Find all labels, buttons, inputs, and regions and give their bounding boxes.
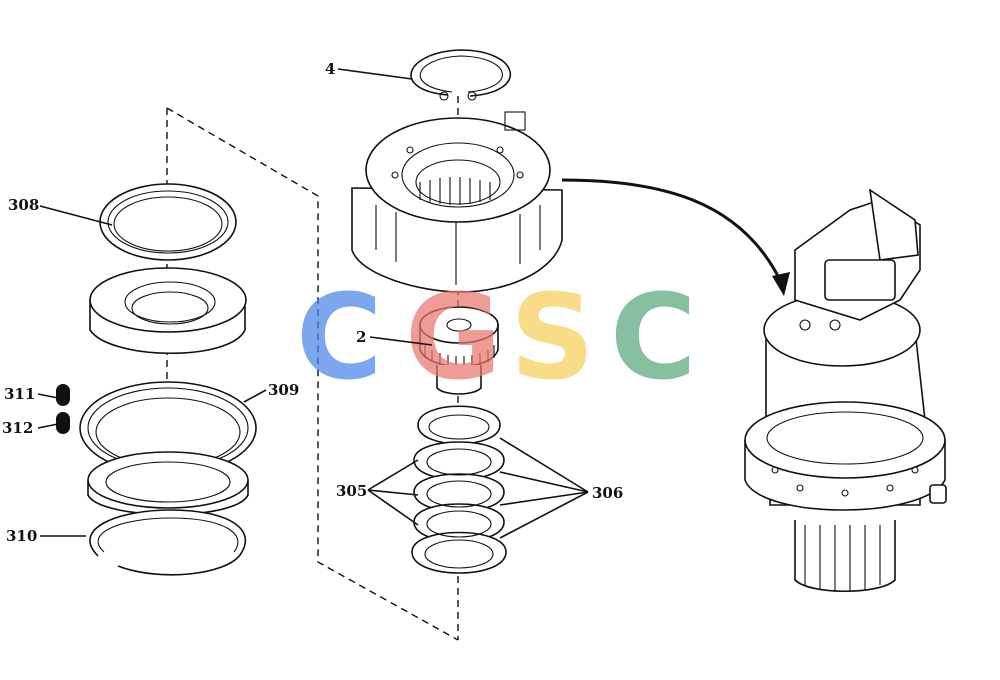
sun-gear-part bbox=[419, 306, 499, 395]
friction-disc-stack bbox=[411, 405, 507, 574]
assembled-drive-unit bbox=[744, 188, 947, 592]
watermark-letter-3: S bbox=[510, 268, 595, 406]
carrier-housing-part bbox=[89, 267, 247, 355]
assembly-arrow bbox=[561, 178, 790, 296]
callout-leaders bbox=[37, 68, 589, 539]
callout-309: 309 bbox=[268, 381, 299, 399]
callout-308: 308 bbox=[8, 196, 39, 214]
callout-2: 2 bbox=[356, 328, 366, 346]
callout-310: 310 bbox=[6, 527, 37, 545]
callout-305: 305 bbox=[336, 482, 367, 500]
watermark-letter-2: G bbox=[405, 268, 502, 406]
retaining-ring-part bbox=[89, 509, 247, 576]
csgc-watermark: C G S C bbox=[296, 268, 697, 406]
spacer-ring-part bbox=[87, 451, 249, 516]
watermark-letter-4: C bbox=[610, 268, 697, 406]
pin-parts bbox=[56, 384, 70, 434]
ring-gear-housing-part bbox=[351, 111, 563, 293]
snap-ring-part bbox=[410, 49, 512, 101]
callout-311: 311 bbox=[4, 385, 35, 403]
callout-306: 306 bbox=[592, 484, 623, 502]
callout-labels: 4 308 2 311 309 312 305 306 310 bbox=[2, 60, 623, 545]
callout-4: 4 bbox=[325, 60, 335, 78]
callout-312: 312 bbox=[2, 419, 33, 437]
watermark-letter-1: C bbox=[296, 268, 383, 406]
thrust-ring-part bbox=[99, 183, 237, 261]
